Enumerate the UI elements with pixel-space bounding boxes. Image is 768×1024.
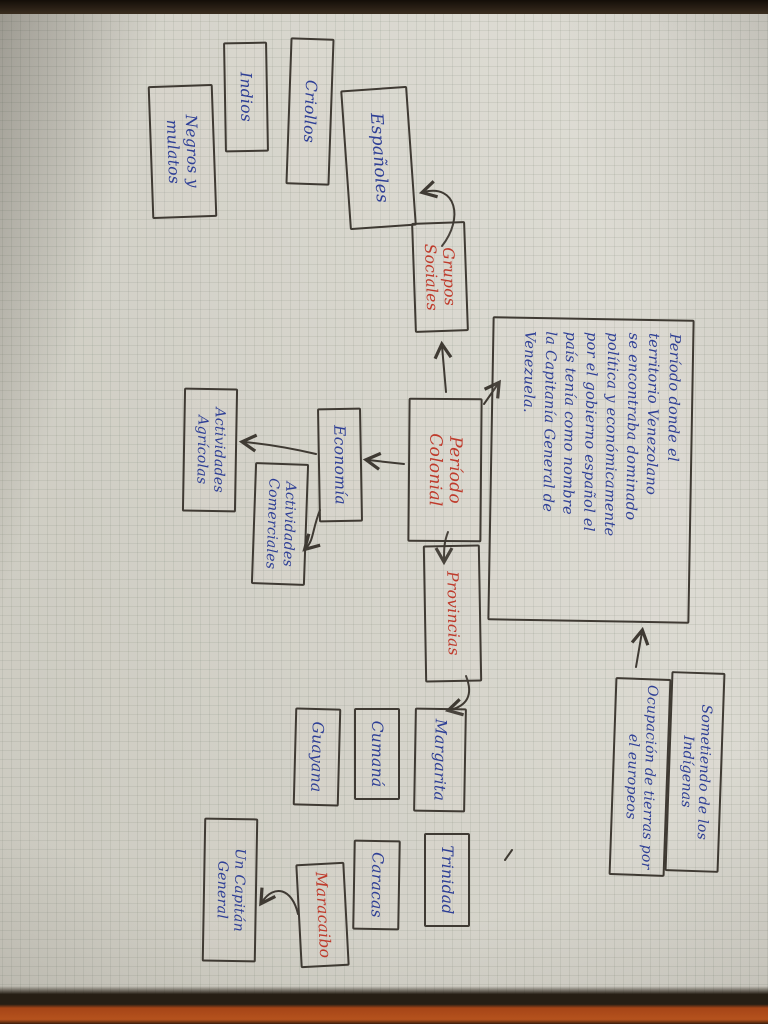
photo-top-edge	[0, 0, 768, 14]
node-ocupacion-tierras: Ocupación de tierras por el europeos	[608, 677, 672, 877]
node-cumana: Cumaná	[354, 708, 400, 800]
node-provincias: Provincias	[422, 544, 483, 683]
node-trinidad: Trinidad	[424, 833, 470, 927]
arrow-economia-to-agricolas	[238, 433, 317, 455]
node-economia: Economía	[317, 407, 363, 523]
node-periodo-colonial: Período Colonial	[407, 397, 483, 543]
node-maracaibo: Maracaibo	[295, 861, 350, 969]
node-sometiendo-indigenas: Sometiendo de los Indígenas	[664, 671, 726, 873]
node-negros-y-mulatos: Negros y mulatos	[147, 83, 218, 220]
node-definition: Período donde el territorio Venezolano s…	[487, 316, 695, 624]
node-guayana: Guayana	[292, 707, 342, 807]
node-actividades-agricolas: Actividades Agrícolas	[181, 387, 239, 513]
stray-pen-mark	[504, 849, 513, 861]
arrow-periodo-to-economia	[362, 451, 405, 471]
arrow-maracaibo-to-capitan	[259, 887, 299, 915]
arrow-notes-to-definition	[630, 626, 650, 668]
node-criollos: Criollos	[285, 37, 335, 186]
paper-sheet: Período donde el territorio Venezolano s…	[0, 12, 768, 1012]
node-espanoles: Españoles	[340, 85, 417, 231]
node-margarita: Margarita	[413, 707, 467, 813]
node-actividades-comerciales: Actividades Comerciales	[250, 462, 310, 586]
node-un-capitan-general: Un Capitán General	[201, 817, 259, 963]
arrow-periodo-to-grupos	[433, 340, 453, 393]
node-grupos-sociales: Grupos Sociales	[411, 221, 469, 333]
node-caracas: Caracas	[352, 839, 401, 931]
photo-bottom-edge-orange-cover	[0, 986, 768, 1024]
node-indios: Indios	[223, 41, 269, 153]
